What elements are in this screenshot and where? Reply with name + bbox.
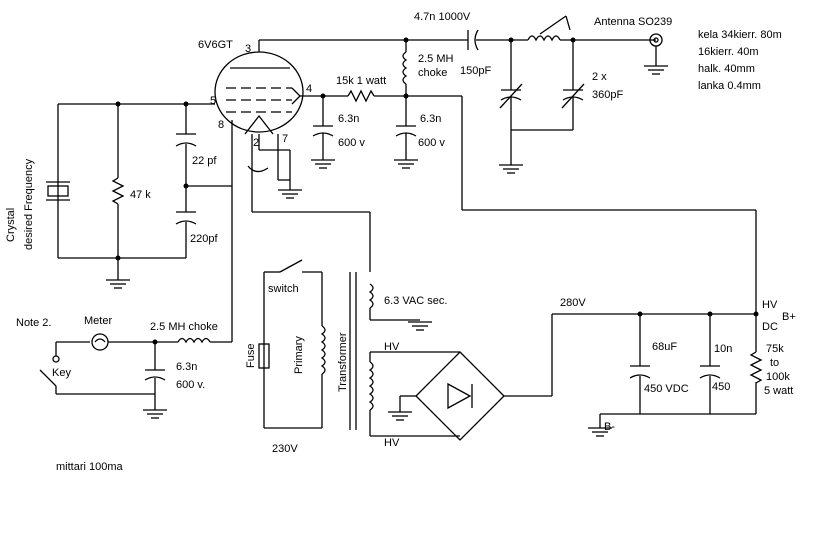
cap-450vdc-label: 450 VDC xyxy=(644,383,689,395)
cap-63n-a-label: 6.3n xyxy=(338,113,359,125)
v280-label: 280V xyxy=(560,297,586,309)
grid-resistor-47k xyxy=(106,104,130,289)
pin-4-label: 4 xyxy=(306,83,312,95)
cap-360pf-label-2: 360pF xyxy=(592,89,623,101)
bleeder-label-1: 75k xyxy=(766,343,784,355)
key-label: Key xyxy=(52,367,71,379)
primary-label: Primary xyxy=(293,336,305,374)
bridge-rectifier xyxy=(388,313,756,441)
hv-secondary xyxy=(368,351,460,437)
pin-5-label: 5 xyxy=(210,95,216,107)
plate-choke-label-1: 2.5 MH xyxy=(418,53,454,65)
meter-note: mittari 100ma xyxy=(56,461,124,473)
feedback-capacitors xyxy=(175,104,233,320)
crystal-label-1: Crystal xyxy=(5,208,17,242)
heater-sec-label: 6.3 VAC sec. xyxy=(384,295,447,307)
variable-capacitor-150pf xyxy=(499,40,523,174)
pin-7-label: 7 xyxy=(282,133,288,145)
cap-600v-a-label: 600 v xyxy=(338,137,365,149)
cap-360pf-label-1: 2 x xyxy=(592,71,607,83)
cap-450-label: 450 xyxy=(712,381,730,393)
cap-150pf-label: 150pF xyxy=(460,65,491,77)
cap-68uf-label: 68uF xyxy=(652,341,677,353)
antenna-label: Antenna SO239 xyxy=(594,16,672,28)
crystal-label-2: desired Frequency xyxy=(23,158,35,250)
choke-key-label: 2.5 MH choke xyxy=(150,321,218,333)
coil-note-2: 16kierr. 40m xyxy=(698,46,759,58)
key-circuit xyxy=(39,320,233,419)
hv-sec-top-label: HV xyxy=(384,341,400,353)
cap-600v-b-label: 600 v xyxy=(418,137,445,149)
coil-note-3: halk. 40mm xyxy=(698,63,755,75)
heater-secondary xyxy=(368,283,432,331)
bypass-capacitor-b xyxy=(394,96,418,169)
switch-label: switch xyxy=(268,283,299,295)
screen-resistor-15k xyxy=(300,89,757,314)
fuse-label: Fuse xyxy=(245,344,257,368)
coupling-capacitor xyxy=(467,29,528,51)
variable-capacitor-360pf xyxy=(511,40,585,131)
transformer-core xyxy=(349,272,357,430)
bleeder-label-2: to xyxy=(770,357,779,369)
cap-22pf-label: 22 pf xyxy=(192,155,217,167)
pin-2-label: 2 xyxy=(253,137,259,149)
crystal xyxy=(46,181,70,201)
res-15k-label: 15k 1 watt xyxy=(336,75,386,87)
pin-3-label: 3 xyxy=(245,43,251,55)
mains-voltage-label: 230V xyxy=(272,443,298,455)
b-plus-label: B+ xyxy=(782,311,796,323)
cathode-to-heater-line xyxy=(251,134,371,272)
b-minus-label: B- xyxy=(604,421,615,433)
plate-choke xyxy=(402,40,409,99)
bypass-capacitor-a xyxy=(311,96,335,169)
antenna-connector xyxy=(644,33,668,75)
coil-note-1: kela 34kierr. 80m xyxy=(698,29,782,41)
pin-8-label: 8 xyxy=(218,119,224,131)
bleeder-label-4: 5 watt xyxy=(764,385,793,397)
res-47k-label: 47 k xyxy=(130,189,151,201)
coupling-cap-label: 4.7n 1000V xyxy=(414,11,471,23)
hv-sec-bottom-label: HV xyxy=(384,437,400,449)
bleeder-label-3: 100k xyxy=(766,371,790,383)
hv-label: HV xyxy=(762,299,778,311)
cap-63n-c-label: 6.3n xyxy=(176,361,197,373)
cap-220pf-label: 220pf xyxy=(190,233,218,245)
transformer-label: Transformer xyxy=(337,332,349,392)
tube-label: 6V6GT xyxy=(198,39,233,51)
meter-label: Meter xyxy=(84,315,112,327)
mains-primary xyxy=(258,259,326,429)
filter-capacitors xyxy=(588,311,763,437)
coil-note-4: lanka 0.4mm xyxy=(698,80,761,92)
plate-wiring xyxy=(258,37,468,52)
cap-600v-c-label: 600 v. xyxy=(176,379,205,391)
cap-63n-b-label: 6.3n xyxy=(420,113,441,125)
dc-label: DC xyxy=(762,321,778,333)
cap-10n-label: 10n xyxy=(714,343,732,355)
tube-6v6gt xyxy=(214,51,304,135)
heater-cathode-wiring xyxy=(247,134,302,199)
note-2-label: Note 2. xyxy=(16,317,51,329)
plate-choke-label-2: choke xyxy=(418,67,447,79)
